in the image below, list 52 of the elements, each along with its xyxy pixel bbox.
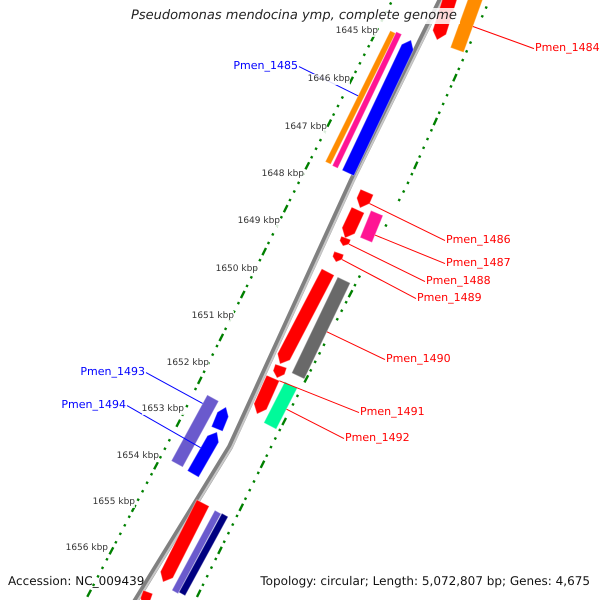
gene-bar (276, 268, 335, 365)
accession-text: Accession: NC_009439 (8, 574, 144, 588)
gene-bar (339, 236, 352, 247)
leader-line (472, 26, 534, 50)
tick-label: 1650 kbp (216, 264, 258, 275)
tick-label: 1655 kbp (92, 497, 135, 508)
gene-bar (359, 210, 384, 244)
leader-line (146, 372, 204, 404)
gene-label: Pmen_1488 (426, 274, 491, 288)
tick-label: 1648 kbp (262, 169, 304, 180)
tick-label: 1647 kbp (284, 122, 327, 133)
leader-line (369, 203, 446, 242)
gene-bar (341, 206, 365, 239)
tick-label: 1652 kbp (166, 358, 209, 369)
leader-line (286, 408, 344, 440)
gene-bar (263, 381, 298, 430)
gene-label: Pmen_1489 (417, 291, 482, 304)
gene-label: Pmen_1493 (80, 365, 145, 378)
gene-label: Pmen_1491 (360, 405, 425, 418)
gene-label: Pmen_1492 (345, 431, 410, 444)
gene-bar (160, 499, 210, 583)
gene-bar (210, 406, 230, 432)
leader-line (342, 259, 416, 300)
gene-bar (291, 276, 351, 380)
gene-label: Pmen_1485 (233, 59, 298, 72)
gene-bar (332, 250, 344, 263)
leader-line (278, 380, 360, 414)
tick-label: 1651 kbp (192, 311, 234, 322)
gene-label: Pmen_1494 (61, 398, 126, 412)
tick-label: 1654 kbp (116, 451, 159, 462)
gene-bar (171, 510, 222, 594)
leader-line (126, 405, 202, 448)
tick-label: 1656 kbp (66, 543, 108, 554)
leader-line (374, 234, 446, 264)
leader-line (326, 331, 386, 360)
gene-bar (253, 374, 280, 415)
tick-label: 1646 kbp (308, 74, 350, 85)
gene-bar (178, 512, 229, 596)
leader-line (348, 244, 426, 282)
gene-bar (186, 431, 220, 478)
genome-stats-text: Topology: circular; Length: 5,072,807 bp; Genes: 4,675 (260, 574, 590, 588)
gene-bar (356, 188, 374, 209)
gene-label: Pmen_1487 (446, 256, 511, 270)
gene-label: Pmen_1484 (535, 41, 600, 54)
tick-label: 1649 kbp (238, 216, 280, 227)
gene-bar (272, 363, 288, 379)
gene-bar (140, 590, 154, 600)
tick-label: 1645 kbp (336, 26, 378, 37)
gene-label: Pmen_1490 (386, 352, 451, 366)
title: Pseudomonas mendocina ymp, complete genome (128, 8, 460, 24)
gene-label: Pmen_1486 (446, 233, 511, 246)
tick-label: 1653 kbp (142, 404, 184, 415)
